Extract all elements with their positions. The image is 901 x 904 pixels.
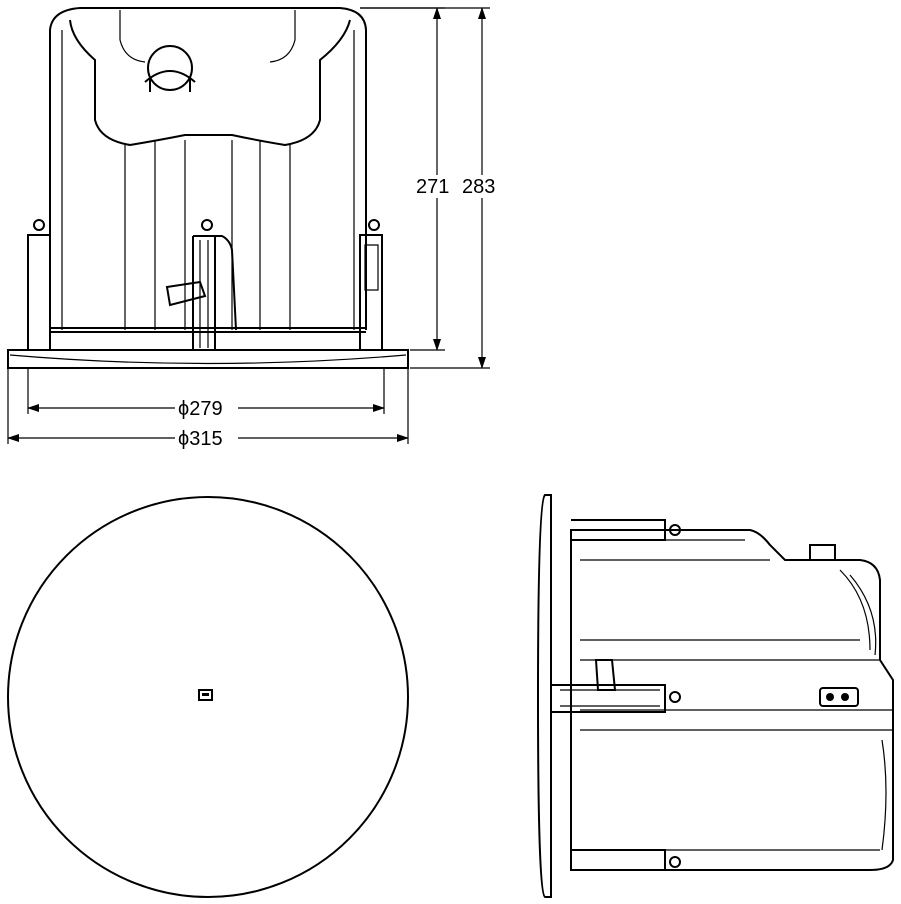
- height-inner-label: 271: [416, 176, 449, 198]
- diameter-body-label: ϕ279: [178, 398, 223, 420]
- dimension-lines: 271 283 ϕ279 ϕ315: [7, 7, 495, 450]
- height-outer-label: 283: [462, 176, 495, 198]
- side-view: [536, 494, 894, 898]
- diameter-flange-label: ϕ315: [178, 428, 223, 450]
- logo-badge-icon: [198, 689, 213, 701]
- bottom-view: [7, 496, 409, 898]
- front-view: [7, 7, 409, 369]
